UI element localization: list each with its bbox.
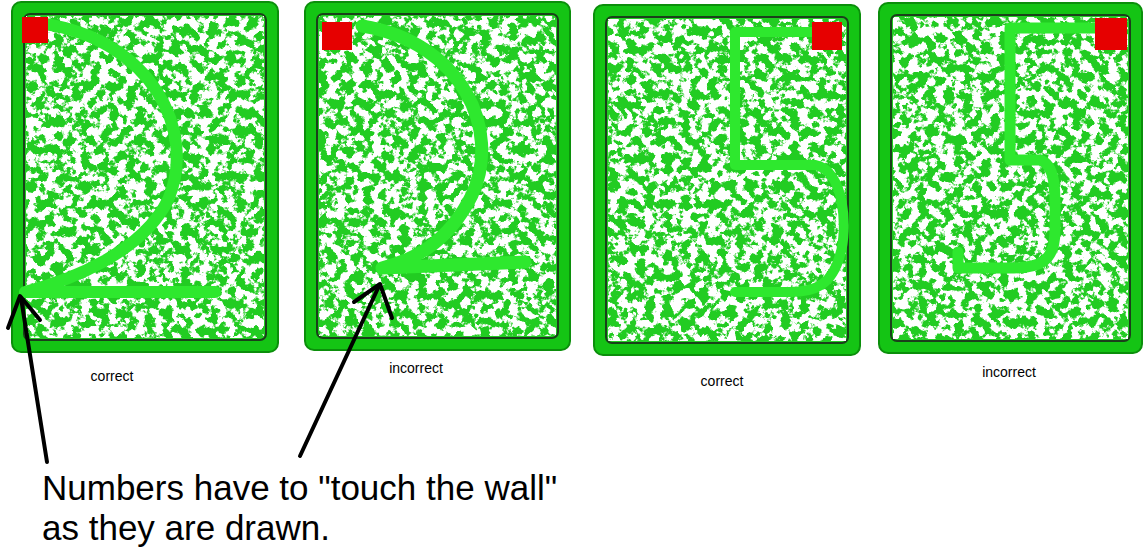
arrow-shaft [300,286,379,456]
arrow-head [354,284,392,318]
speckle [26,16,264,338]
digit-stroke [735,32,844,292]
digit-stroke [25,24,215,292]
panel-caption: correct [91,368,134,385]
arrow-head [8,296,40,328]
start-square [1095,18,1127,50]
instruction-note: Numbers have to "touch the wall" as they… [42,468,582,548]
game-panel [594,5,860,355]
panel-caption: incorrect [389,360,443,377]
pointer-arrow [8,296,47,462]
speckle [608,19,846,341]
play-area [606,17,848,343]
arrow-shaft [21,298,47,462]
start-square [22,17,48,43]
speckle [893,17,1128,339]
game-panel [305,2,570,350]
play-area [24,14,266,340]
panel-frame [12,2,278,352]
digit-stroke [958,28,1095,268]
game-panel: correct [594,5,860,390]
panel-caption: incorrect [982,364,1036,381]
panel-caption: correct [701,373,744,390]
panel-frame [594,5,860,355]
play-area [317,14,558,338]
game-panel: incorrect [879,3,1142,388]
speckle [319,16,556,336]
game-panel: incorrect [305,2,570,387]
pointer-arrow [300,284,392,456]
start-square [322,22,352,50]
game-panel [879,3,1142,353]
game-panel: correct [12,2,278,387]
game-panel [12,2,278,352]
play-area [891,15,1130,341]
panel-frame [879,3,1142,353]
start-square [812,22,842,50]
digit-stroke [362,26,525,268]
panel-frame [305,2,570,350]
